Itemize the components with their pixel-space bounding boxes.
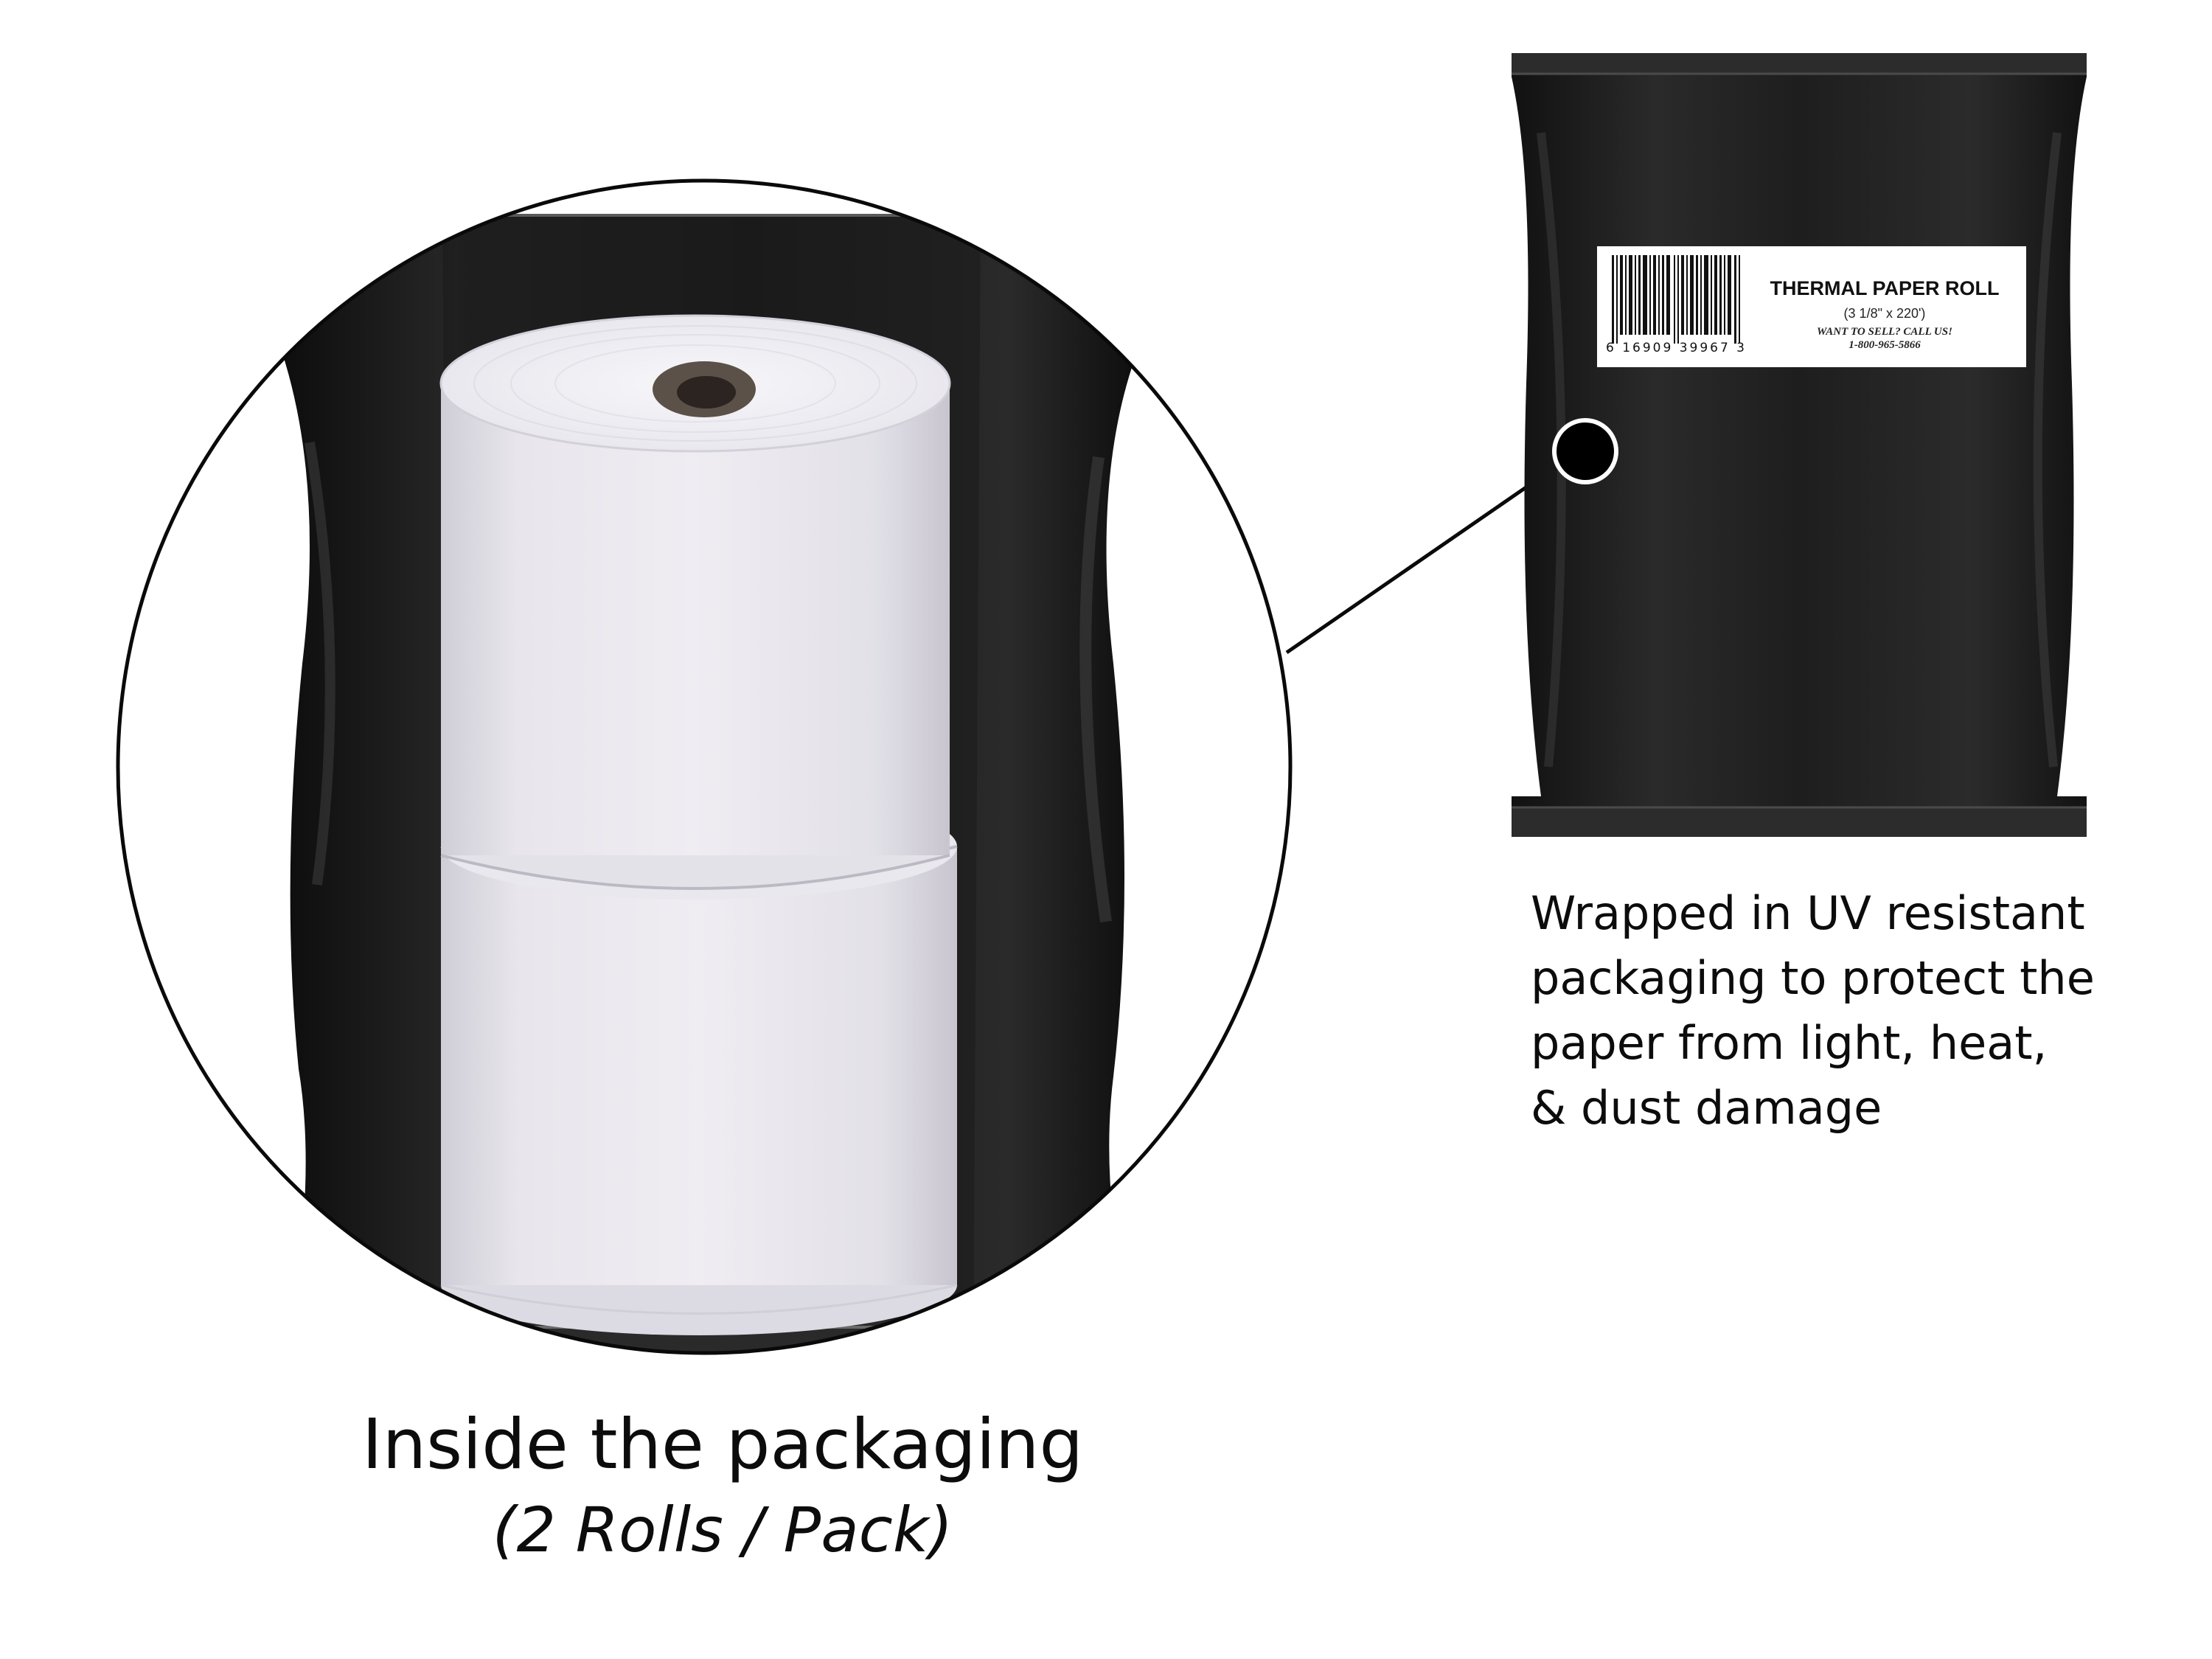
label-sell-line: WANT TO SELL? CALL US! bbox=[1817, 326, 1952, 338]
package-label: 6 16909 39967 3 THERMAL PAPER ROLL (3 1/… bbox=[1597, 246, 2026, 367]
packaging-description-line: & dust damage bbox=[1531, 1081, 1882, 1135]
barcode bbox=[1612, 255, 1740, 344]
inside-caption-title: Inside the packaging bbox=[361, 1405, 1084, 1485]
inside-caption: Inside the packaging (2 Rolls / Pack) bbox=[221, 1401, 1224, 1571]
label-phone: 1-800-965-5866 bbox=[1848, 339, 1921, 351]
packaging-description-line: packaging to protect the bbox=[1531, 951, 2095, 1005]
packaged-bag bbox=[1512, 53, 2087, 837]
inside-caption-subtitle: (2 Rolls / Pack) bbox=[492, 1494, 953, 1566]
paper-roll-lower bbox=[440, 793, 958, 1335]
packaging-description-line: Wrapped in UV resistant bbox=[1531, 886, 2085, 940]
zoom-circle bbox=[116, 178, 1293, 1355]
packaging-description-line: paper from light, heat, bbox=[1531, 1016, 2048, 1070]
packaging-description: Wrapped in UV resistant packaging to pro… bbox=[1531, 881, 2194, 1141]
pointer-dot bbox=[1552, 418, 1618, 484]
label-title: THERMAL PAPER ROLL bbox=[1770, 277, 2000, 299]
barcode-digits: 6 16909 39967 3 bbox=[1606, 341, 1747, 355]
paper-roll-upper bbox=[439, 314, 951, 890]
label-text-block: THERMAL PAPER ROLL (3 1/8" x 220') WANT … bbox=[1745, 246, 2025, 352]
zoom-circle-outline bbox=[116, 178, 1293, 1355]
connector-line bbox=[1285, 470, 1550, 655]
label-size: (3 1/8" x 220') bbox=[1843, 306, 1926, 321]
